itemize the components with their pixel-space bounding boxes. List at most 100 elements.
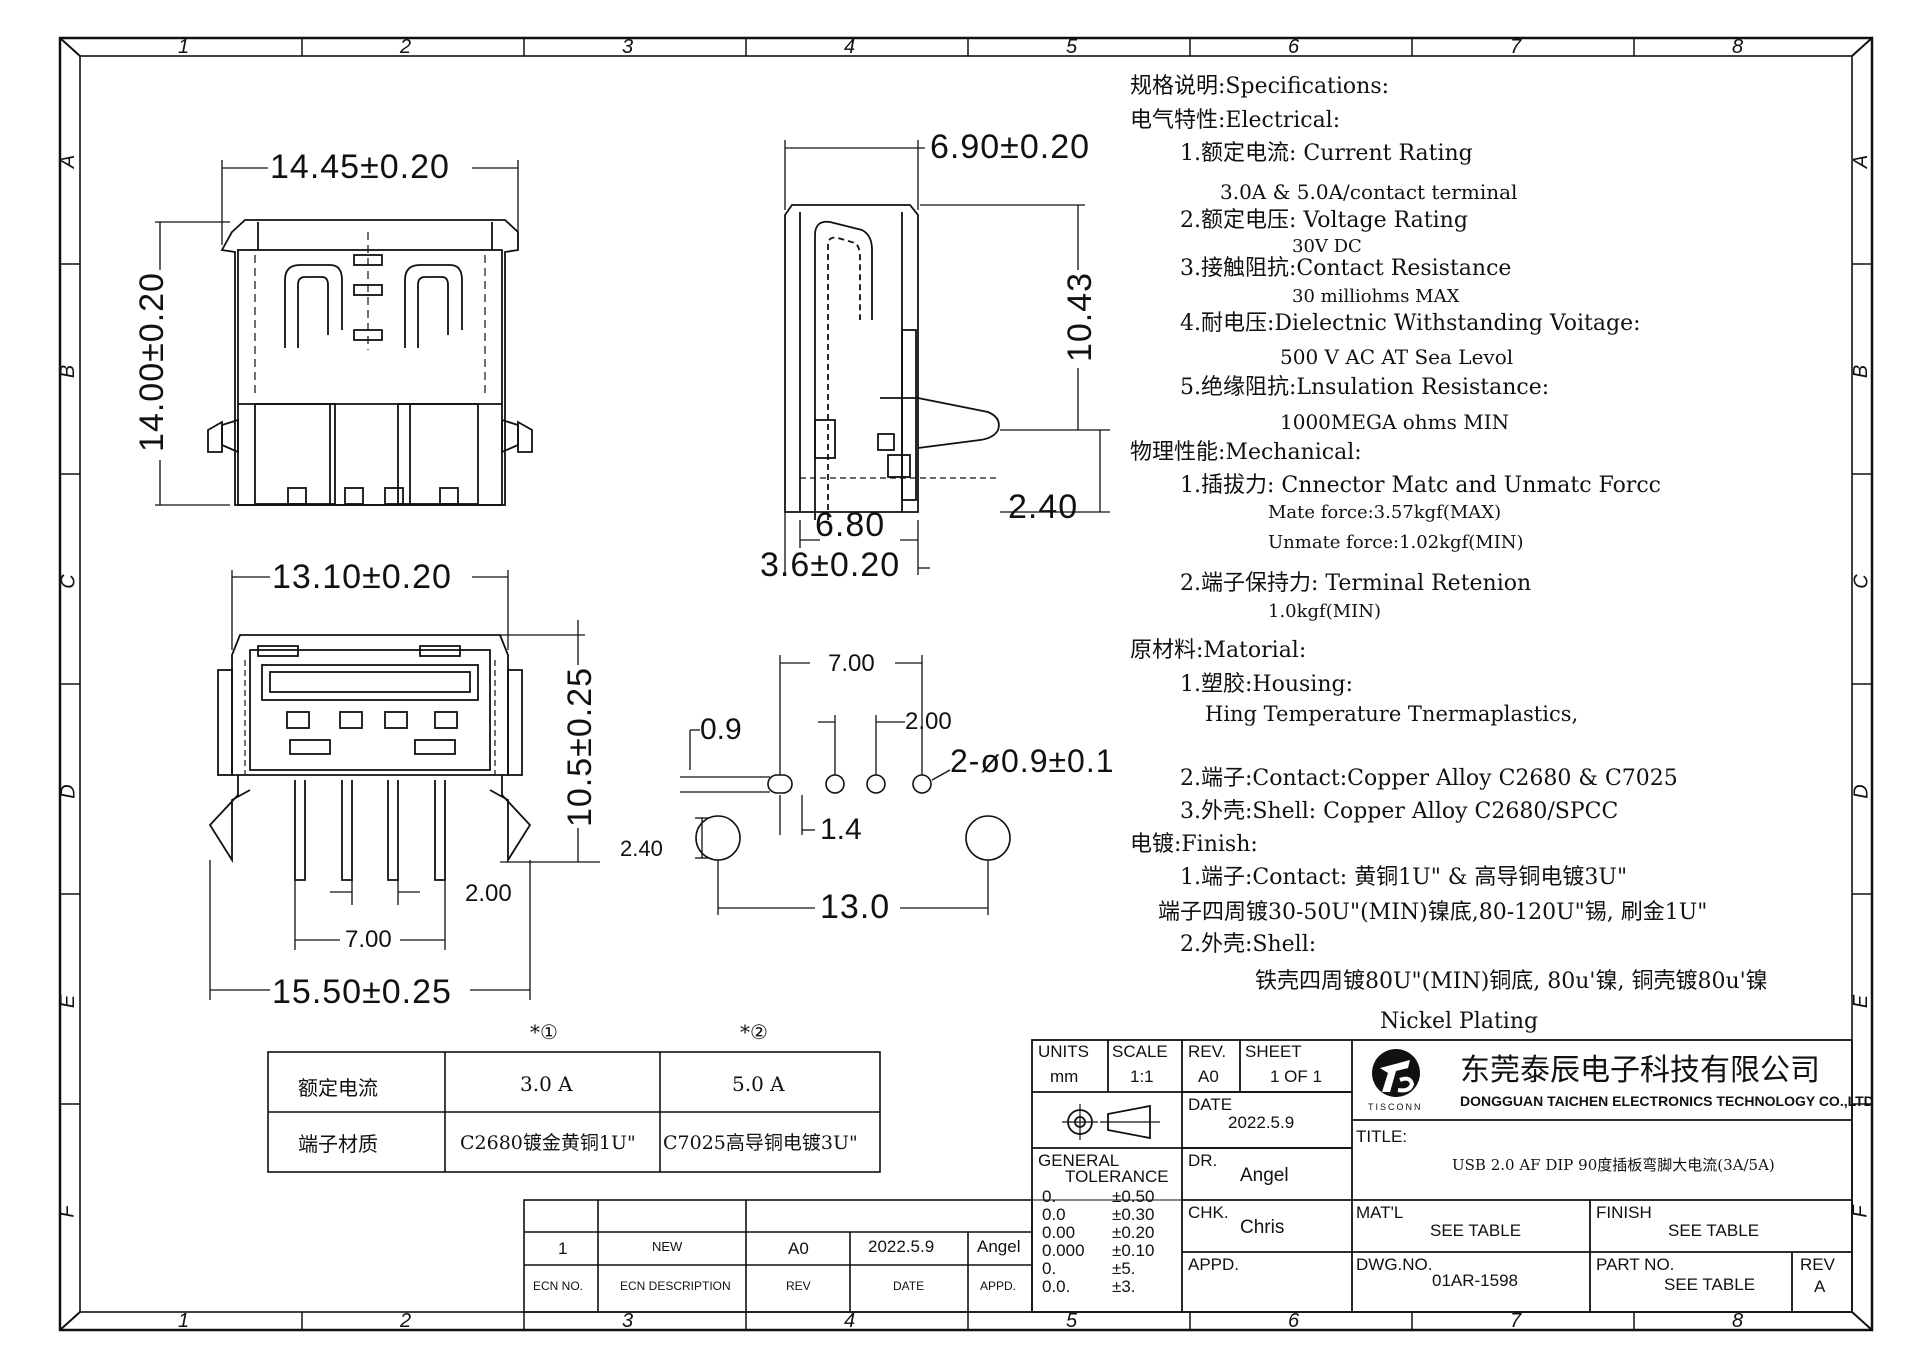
tb-part: SEE TABLE xyxy=(1664,1275,1756,1294)
tb-title: USB 2.0 AF DIP 90度插板弯脚大电流(3A/5A) xyxy=(1452,1156,1775,1174)
tb-date-label: DATE xyxy=(1188,1095,1233,1114)
dim-front-height: 14.00±0.20 xyxy=(132,272,171,452)
dim-front-width: 14.45±0.20 xyxy=(270,148,450,186)
tb-dwg: 01AR-1598 xyxy=(1432,1271,1519,1290)
spec-m2: 2.端子保持力: Terminal Retenion xyxy=(1180,571,1532,596)
dim-pcb-240: 2.40 xyxy=(620,836,663,861)
tb-tol-k4: 0. xyxy=(1042,1259,1057,1278)
zone-col-1: 1 xyxy=(178,36,190,58)
side-view xyxy=(784,140,1110,575)
tb-logo-text: TISCONN xyxy=(1368,1102,1423,1112)
spec-e4: 4.耐电压:Dielectnic Withstanding Voitage: xyxy=(1180,311,1641,336)
tb-scale: 1:1 xyxy=(1130,1067,1154,1086)
tb-rev2-label: REV xyxy=(1800,1255,1835,1274)
tb-chk-label: CHK. xyxy=(1188,1203,1229,1222)
zone-col-6: 6 xyxy=(1288,36,1300,58)
zone-row-e-right: E xyxy=(1850,994,1873,1009)
spec-f2w: Nickel Plating xyxy=(1380,1009,1539,1034)
zone-row-a: A xyxy=(57,154,80,169)
tb-tol-k2: 0.00 xyxy=(1042,1223,1076,1242)
tb-matl-label: MAT'L xyxy=(1356,1203,1404,1222)
zone-col-8-bottom: 8 xyxy=(1732,1310,1744,1332)
dim-side-foot: 2.40 xyxy=(1008,488,1079,526)
spec-mechanical: 物理性能:Mechanical: xyxy=(1130,440,1362,465)
zone-col-1-bottom: 1 xyxy=(178,1310,190,1332)
zone-col-2: 2 xyxy=(400,36,412,58)
spec-f2: 2.外壳:Shell: xyxy=(1180,932,1317,957)
dim-bottom-width-top: 13.10±0.20 xyxy=(272,558,452,596)
tb-matl: SEE TABLE xyxy=(1430,1221,1522,1240)
option-table-lines xyxy=(267,1051,881,1173)
spec-title: 规格说明:Specifications: xyxy=(1130,74,1390,99)
tb-company-cn: 东莞泰辰电子科技有限公司 xyxy=(1460,1053,1820,1088)
zone-row-d: D xyxy=(57,784,80,799)
spec-m1: 1.插拔力: Cnnector Matc and Unmatc Forcc xyxy=(1180,473,1661,498)
dim-bottom-pitch: 2.00 xyxy=(465,880,512,907)
spec-electrical: 电气特性:Electrical: xyxy=(1130,108,1341,133)
inner-border xyxy=(79,55,1853,1313)
dim-side-height: 10.43 xyxy=(1061,271,1100,363)
tb-tol-v0: ±0.50 xyxy=(1112,1187,1155,1206)
spec-e2: 2.额定电压: Voltage Rating xyxy=(1180,208,1468,233)
tb-sheet-label: SHEET xyxy=(1245,1042,1302,1061)
tb-part-label: PART NO. xyxy=(1596,1255,1675,1274)
pcb-layout xyxy=(680,655,1011,915)
zone-col-2-bottom: 2 xyxy=(400,1310,412,1332)
tb-units-label: UNITS xyxy=(1038,1042,1089,1061)
tb-dr: Angel xyxy=(1240,1165,1289,1186)
spec-mat2: 2.端子:Contact:Copper Alloy C2680 & C7025 xyxy=(1180,766,1678,791)
zone-row-c: C xyxy=(57,574,80,589)
revision-block-lines xyxy=(523,1199,1033,1313)
spec-e3v: 30 milliohms MAX xyxy=(1292,286,1460,307)
dim-pcb-14: 1.4 xyxy=(820,813,862,846)
spec-mat1v: Hing Temperature Tnermaplastics, xyxy=(1205,702,1579,726)
tb-tol-k5: 0.0. xyxy=(1042,1277,1071,1296)
tb-tol-v2: ±0.20 xyxy=(1112,1223,1155,1242)
spec-e4v: 500 V AC AT Sea Levol xyxy=(1280,345,1514,369)
zone-col-7-bottom: 7 xyxy=(1510,1310,1522,1332)
tb-tol-v4: ±5. xyxy=(1112,1259,1136,1278)
zone-col-4-bottom: 4 xyxy=(844,1310,856,1332)
tb-units: mm xyxy=(1050,1067,1079,1086)
zone-row-d-right: D xyxy=(1850,784,1873,799)
tb-finish: SEE TABLE xyxy=(1668,1221,1760,1240)
dim-side-36: 3.6±0.20 xyxy=(760,546,901,584)
tb-rev2: A xyxy=(1814,1277,1826,1296)
spec-f1v: 端子四周镀30-50U"(MIN)镍底,80-120U"锡, 刷金1U" xyxy=(1158,900,1708,925)
spec-mat1: 1.塑胶:Housing: xyxy=(1180,672,1353,697)
spec-f2v: 铁壳四周镀80U"(MIN)铜底, 80u'镍, 铜壳镀80u'镍 xyxy=(1255,969,1768,994)
tb-tol-v3: ±0.10 xyxy=(1112,1241,1155,1260)
tb-sheet: 1 OF 1 xyxy=(1270,1067,1322,1086)
tb-tol-label1: GENERAL xyxy=(1038,1151,1120,1170)
bottom-view xyxy=(208,570,600,1000)
spec-e5v: 1000MEGA ohms MIN xyxy=(1280,410,1510,434)
tb-rev: A0 xyxy=(1198,1067,1219,1086)
zone-row-f: F xyxy=(56,1205,79,1218)
zone-row-c-right: C xyxy=(1850,574,1873,589)
option-row2-c1: C2680镀金黄铜1U" xyxy=(460,1132,636,1154)
spec-m1b: Unmate force:1.02kgf(MIN) xyxy=(1268,532,1524,553)
tb-tol-k0: 0. xyxy=(1042,1187,1057,1206)
tb-tol-k3: 0.000 xyxy=(1042,1241,1085,1260)
option-mark-2: *② xyxy=(740,1020,768,1044)
tb-scale-label: SCALE xyxy=(1112,1042,1168,1061)
tb-date: 2022.5.9 xyxy=(1228,1113,1295,1132)
tb-tol-v1: ±0.30 xyxy=(1112,1205,1155,1224)
spec-m1a: Mate force:3.57kgf(MAX) xyxy=(1268,502,1502,523)
option-row2-label: 端子材质 xyxy=(298,1132,378,1156)
spec-f1: 1.端子:Contact: 黄铜1U" & 高导铜电镀3U" xyxy=(1180,865,1628,890)
zone-row-f-right: F xyxy=(1849,1205,1872,1218)
tb-title-label: TITLE: xyxy=(1356,1127,1408,1146)
zone-col-5-bottom: 5 xyxy=(1066,1310,1078,1332)
dim-bottom-height: 10.5±0.25 xyxy=(561,666,600,828)
tb-dr-label: DR. xyxy=(1188,1151,1218,1170)
spec-m2v: 1.0kgf(MIN) xyxy=(1268,601,1382,622)
rev-hdr-rev: REV xyxy=(786,1279,811,1293)
tb-finish-label: FINISH xyxy=(1596,1203,1652,1222)
front-view xyxy=(155,160,533,506)
zone-col-4: 4 xyxy=(844,36,856,58)
dim-pcb-holes: 2-ø0.9±0.1 xyxy=(950,743,1115,779)
tb-tol-label2: TOLERANCE xyxy=(1065,1167,1169,1186)
spec-e5: 5.绝缘阻抗:Lnsulation Resistance: xyxy=(1180,375,1550,400)
